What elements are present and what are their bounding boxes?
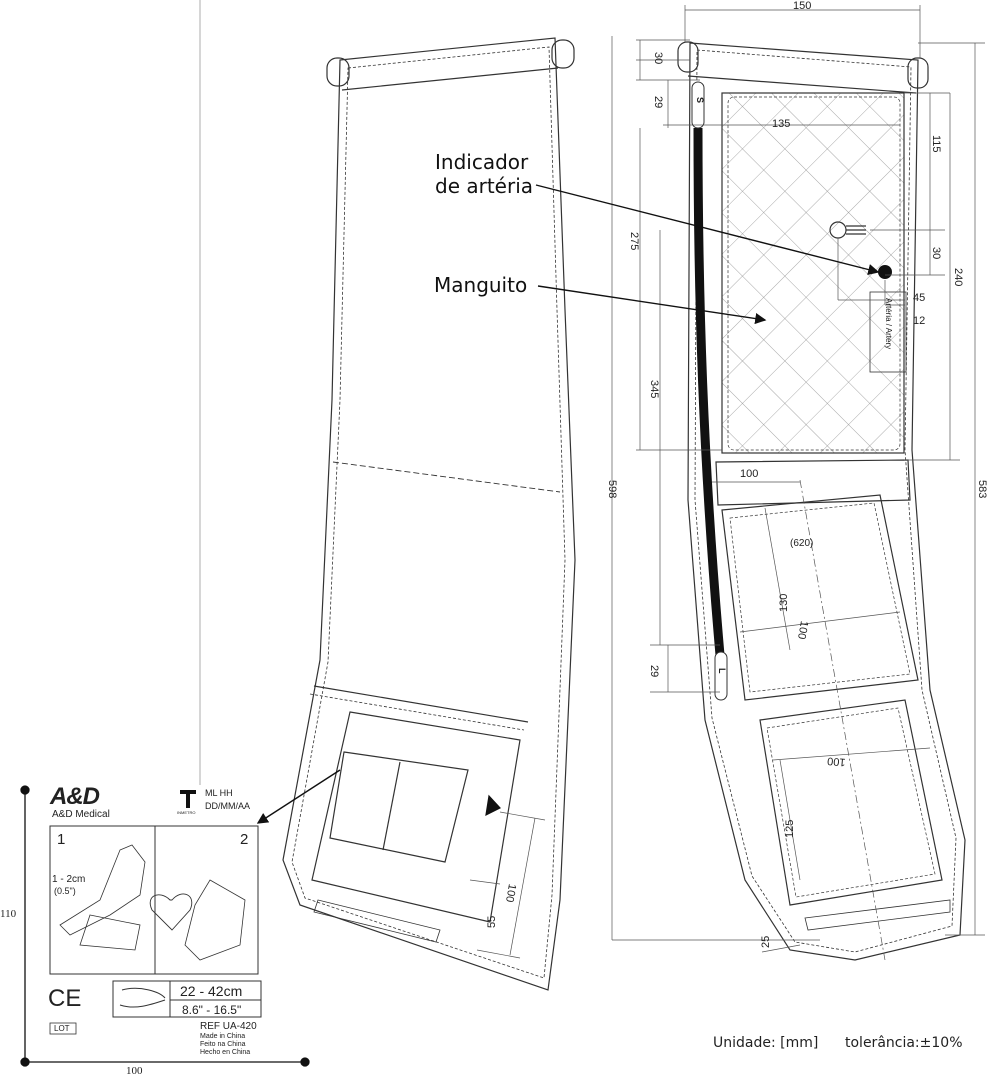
dim-115: 115 <box>930 135 942 153</box>
dim-345: 345 <box>648 380 660 399</box>
dim-30-mid: 30 <box>930 247 942 260</box>
step1-number: 1 <box>57 831 66 848</box>
dim-width-top: 150 <box>793 0 812 12</box>
artery-indicator-callout: Indicador de artéria <box>435 150 533 198</box>
cert-line1: ML HH <box>205 788 233 798</box>
inmetro-mark <box>180 790 196 808</box>
dimension-lines <box>611 5 985 953</box>
dim-29-bot: 29 <box>648 665 660 678</box>
cuff-front-view <box>282 37 576 991</box>
dim-130: 130 <box>778 593 790 612</box>
cuff-label <box>49 825 262 1035</box>
dim-135: 135 <box>772 118 791 130</box>
cert-line2: DD/MM/AA <box>205 801 250 811</box>
ref-code: REF UA-420 <box>200 1021 257 1032</box>
dim-100-c: 100 <box>826 754 847 768</box>
made-in-2: Feito na China <box>200 1041 246 1048</box>
step1-distance: 1 - 2cm <box>52 874 86 885</box>
dim-45: 45 <box>913 292 926 304</box>
step2-number: 2 <box>240 831 249 848</box>
tolerance-note: tolerância:±10% <box>845 1035 963 1051</box>
artery-dot <box>878 265 892 279</box>
brand-sub: A&D Medical <box>52 809 110 820</box>
range-tube <box>693 127 725 656</box>
dim-240: 240 <box>952 268 964 287</box>
made-in-3: Hecho en China <box>200 1049 251 1056</box>
unit-note: Unidade: [mm] <box>713 1035 819 1051</box>
dim-125: 125 <box>784 819 796 838</box>
dim-label-height: 110 <box>0 908 17 920</box>
l-mark: L <box>717 668 727 674</box>
label-dimension-axes <box>20 785 310 1067</box>
dim-275: 275 <box>628 232 640 251</box>
cuff-callout: Manguito <box>434 273 528 297</box>
artery-indicator-line1: Indicador <box>435 150 529 174</box>
dim-29-top: 29 <box>652 96 664 109</box>
artery-leader <box>535 184 880 276</box>
s-mark: S <box>695 97 705 104</box>
lot-box: LOT <box>54 1024 70 1033</box>
dim-598: 598 <box>606 480 618 499</box>
dim-12: 12 <box>913 315 926 327</box>
artery-marking: Artéria / Artery <box>884 298 893 350</box>
label-leader <box>256 769 341 824</box>
ce-mark: CE <box>48 985 82 1012</box>
step1-distance-in: (0.5") <box>54 886 76 896</box>
cuff-leader <box>537 285 767 325</box>
dim-55-left: 55 <box>486 915 498 928</box>
range-in: 8.6" - 16.5" <box>182 1003 242 1017</box>
inmetro-text: INMETRO <box>177 810 196 815</box>
dim-30-top: 30 <box>652 52 664 65</box>
cuff-back-view <box>677 41 966 961</box>
dim-label-width: 100 <box>126 1065 143 1077</box>
dim-620: (620) <box>790 538 814 549</box>
made-in-1: Made in China <box>200 1033 246 1040</box>
dim-25: 25 <box>760 935 772 948</box>
range-cm: 22 - 42cm <box>180 983 243 999</box>
dim-100-a: 100 <box>740 468 759 480</box>
artery-indicator-line2: de artéria <box>435 174 534 198</box>
brand-logo: A&D <box>50 783 100 810</box>
dim-583: 583 <box>976 480 987 499</box>
